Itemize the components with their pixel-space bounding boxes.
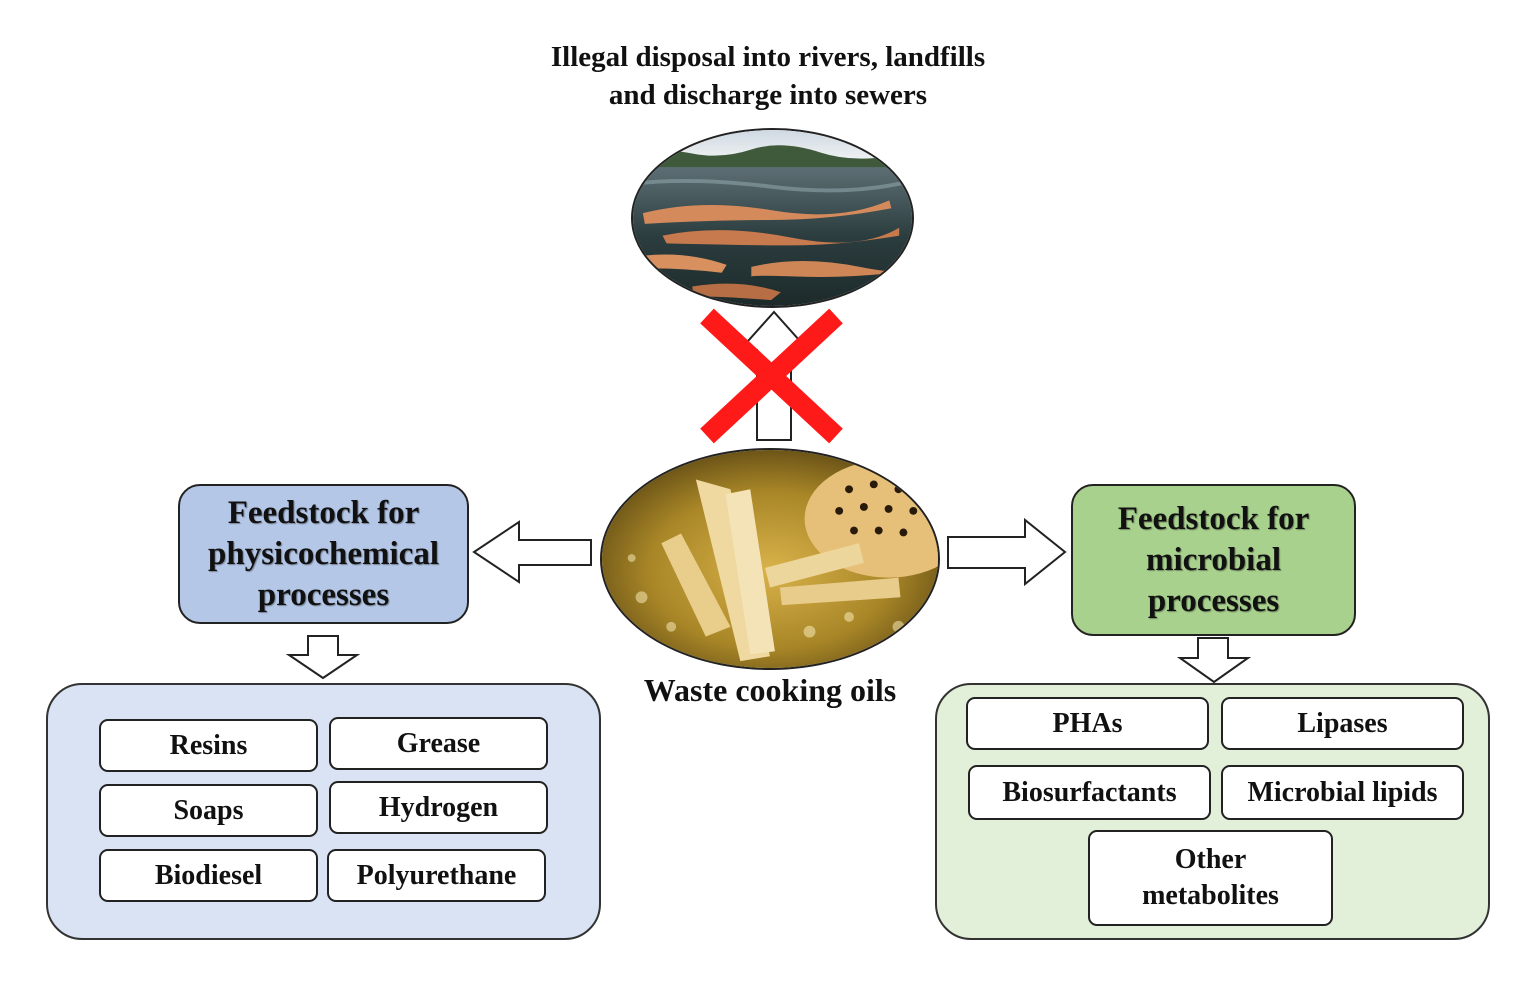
product-biosurfactants: Biosurfactants bbox=[968, 765, 1211, 820]
physicochemical-feedstock-box: Feedstock for physicochemical processes bbox=[178, 484, 469, 624]
product-polyurethane: Polyurethane bbox=[327, 849, 546, 902]
physicochemical-title-line-1: Feedstock for bbox=[227, 494, 420, 531]
product-soaps: Soaps bbox=[99, 784, 318, 837]
product-hydrogen: Hydrogen bbox=[329, 781, 548, 834]
physicochemical-title-line-3: processes bbox=[257, 576, 390, 613]
microbial-title-line-2: microbial bbox=[1145, 541, 1282, 578]
disposal-caption: Illegal disposal into rivers, landfills … bbox=[468, 38, 1068, 114]
disposal-caption-line-1: Illegal disposal into rivers, landfills bbox=[550, 41, 986, 73]
product-resins: Resins bbox=[99, 719, 318, 772]
product-phas: PHAs bbox=[966, 697, 1209, 750]
microbial-feedstock-box: Feedstock for microbial processes bbox=[1071, 484, 1356, 636]
microbial-title-line-3: processes bbox=[1147, 582, 1280, 619]
product-lipases: Lipases bbox=[1221, 697, 1464, 750]
other-metabolites-line-1: Other bbox=[1174, 844, 1247, 875]
microbial-title-line-1: Feedstock for bbox=[1117, 500, 1310, 537]
red-cross-icon bbox=[700, 308, 843, 444]
product-biodiesel: Biodiesel bbox=[99, 849, 318, 902]
left-arrow bbox=[472, 520, 592, 584]
disposal-caption-line-2: and discharge into sewers bbox=[608, 79, 928, 111]
other-metabolites-line-2: metabolites bbox=[1142, 880, 1279, 911]
frying-oil-photo bbox=[600, 448, 940, 670]
product-other-metabolites: Other metabolites bbox=[1088, 830, 1333, 926]
down-arrow-left bbox=[285, 635, 361, 680]
physicochemical-title-line-2: physicochemical bbox=[208, 535, 439, 572]
product-grease: Grease bbox=[329, 717, 548, 770]
polluted-river-photo bbox=[631, 128, 914, 308]
waste-cooking-oils-label: Waste cooking oils bbox=[643, 672, 897, 708]
down-arrow-right bbox=[1176, 637, 1252, 684]
product-microbial-lipids: Microbial lipids bbox=[1221, 765, 1464, 820]
right-arrow bbox=[947, 517, 1067, 587]
